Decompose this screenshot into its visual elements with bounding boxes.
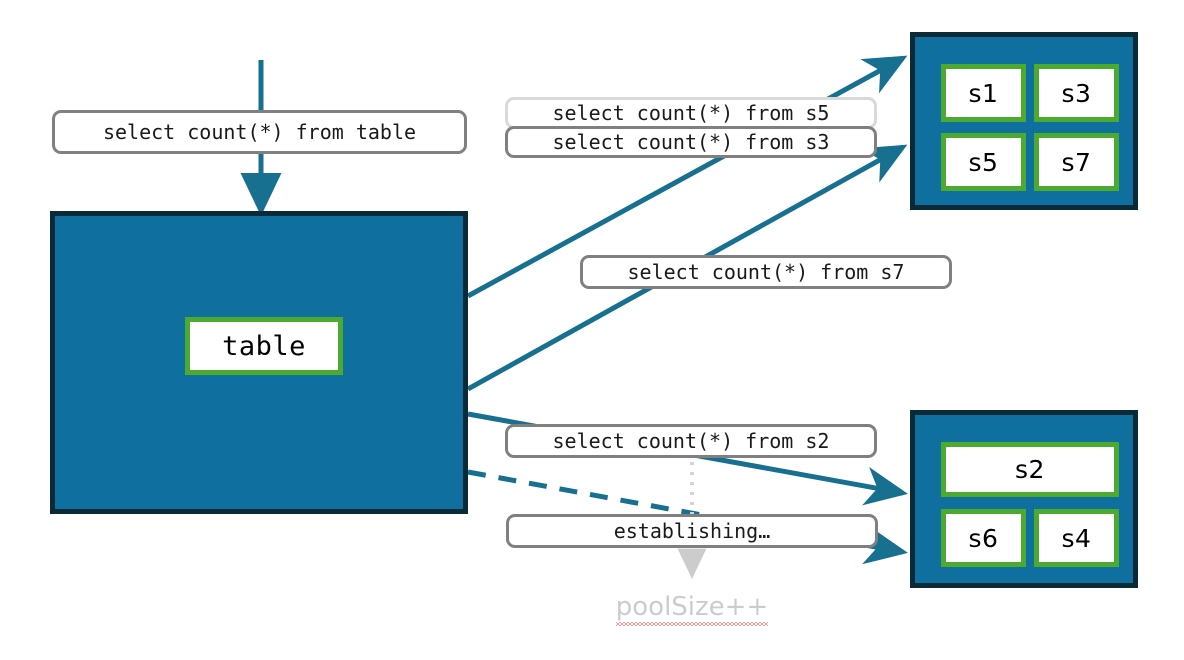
- query-label-s2[interactable]: select count(*) from s2: [505, 424, 877, 458]
- table-pool[interactable]: table: [50, 211, 468, 514]
- chip-s1[interactable]: s1: [941, 64, 1026, 122]
- query-label-s5-text: select count(*) from s5: [552, 101, 830, 125]
- chip-s6[interactable]: s6: [941, 509, 1026, 567]
- chip-s2-label: s2: [1015, 455, 1045, 484]
- chip-s2[interactable]: s2: [941, 442, 1119, 497]
- chip-s3[interactable]: s3: [1034, 64, 1119, 122]
- query-label-s5[interactable]: select count(*) from s5: [505, 97, 877, 129]
- chip-s1-label: s1: [968, 78, 999, 108]
- query-label-s7-text: select count(*) from s7: [627, 260, 905, 284]
- chip-s4-label: s4: [1061, 523, 1092, 553]
- chip-s7-label: s7: [1061, 147, 1092, 177]
- poolsize-annotation-text: poolSize++: [615, 592, 769, 626]
- chip-s5-label: s5: [968, 147, 999, 177]
- query-label-table[interactable]: select count(*) from table: [52, 110, 467, 154]
- status-label-establishing[interactable]: establishing…: [506, 514, 878, 548]
- bottom-pool[interactable]: s2 s6 s4: [910, 410, 1138, 588]
- chip-s7[interactable]: s7: [1034, 133, 1119, 191]
- chip-s5[interactable]: s5: [941, 133, 1026, 191]
- query-label-table-text: select count(*) from table: [102, 120, 417, 144]
- query-label-s3-text: select count(*) from s3: [552, 130, 830, 154]
- query-label-s2-text: select count(*) from s2: [552, 429, 830, 453]
- chip-table-label: table: [222, 330, 306, 362]
- top-pool[interactable]: s1 s3 s5 s7: [910, 32, 1138, 210]
- poolsize-annotation: poolSize++: [592, 592, 792, 626]
- query-label-s3[interactable]: select count(*) from s3: [505, 126, 877, 158]
- chip-table[interactable]: table: [185, 317, 343, 375]
- query-label-s7[interactable]: select count(*) from s7: [580, 255, 952, 289]
- chip-s3-label: s3: [1061, 78, 1092, 108]
- status-label-establishing-text: establishing…: [613, 519, 771, 543]
- chip-s6-label: s6: [968, 523, 999, 553]
- chip-s4[interactable]: s4: [1034, 509, 1119, 567]
